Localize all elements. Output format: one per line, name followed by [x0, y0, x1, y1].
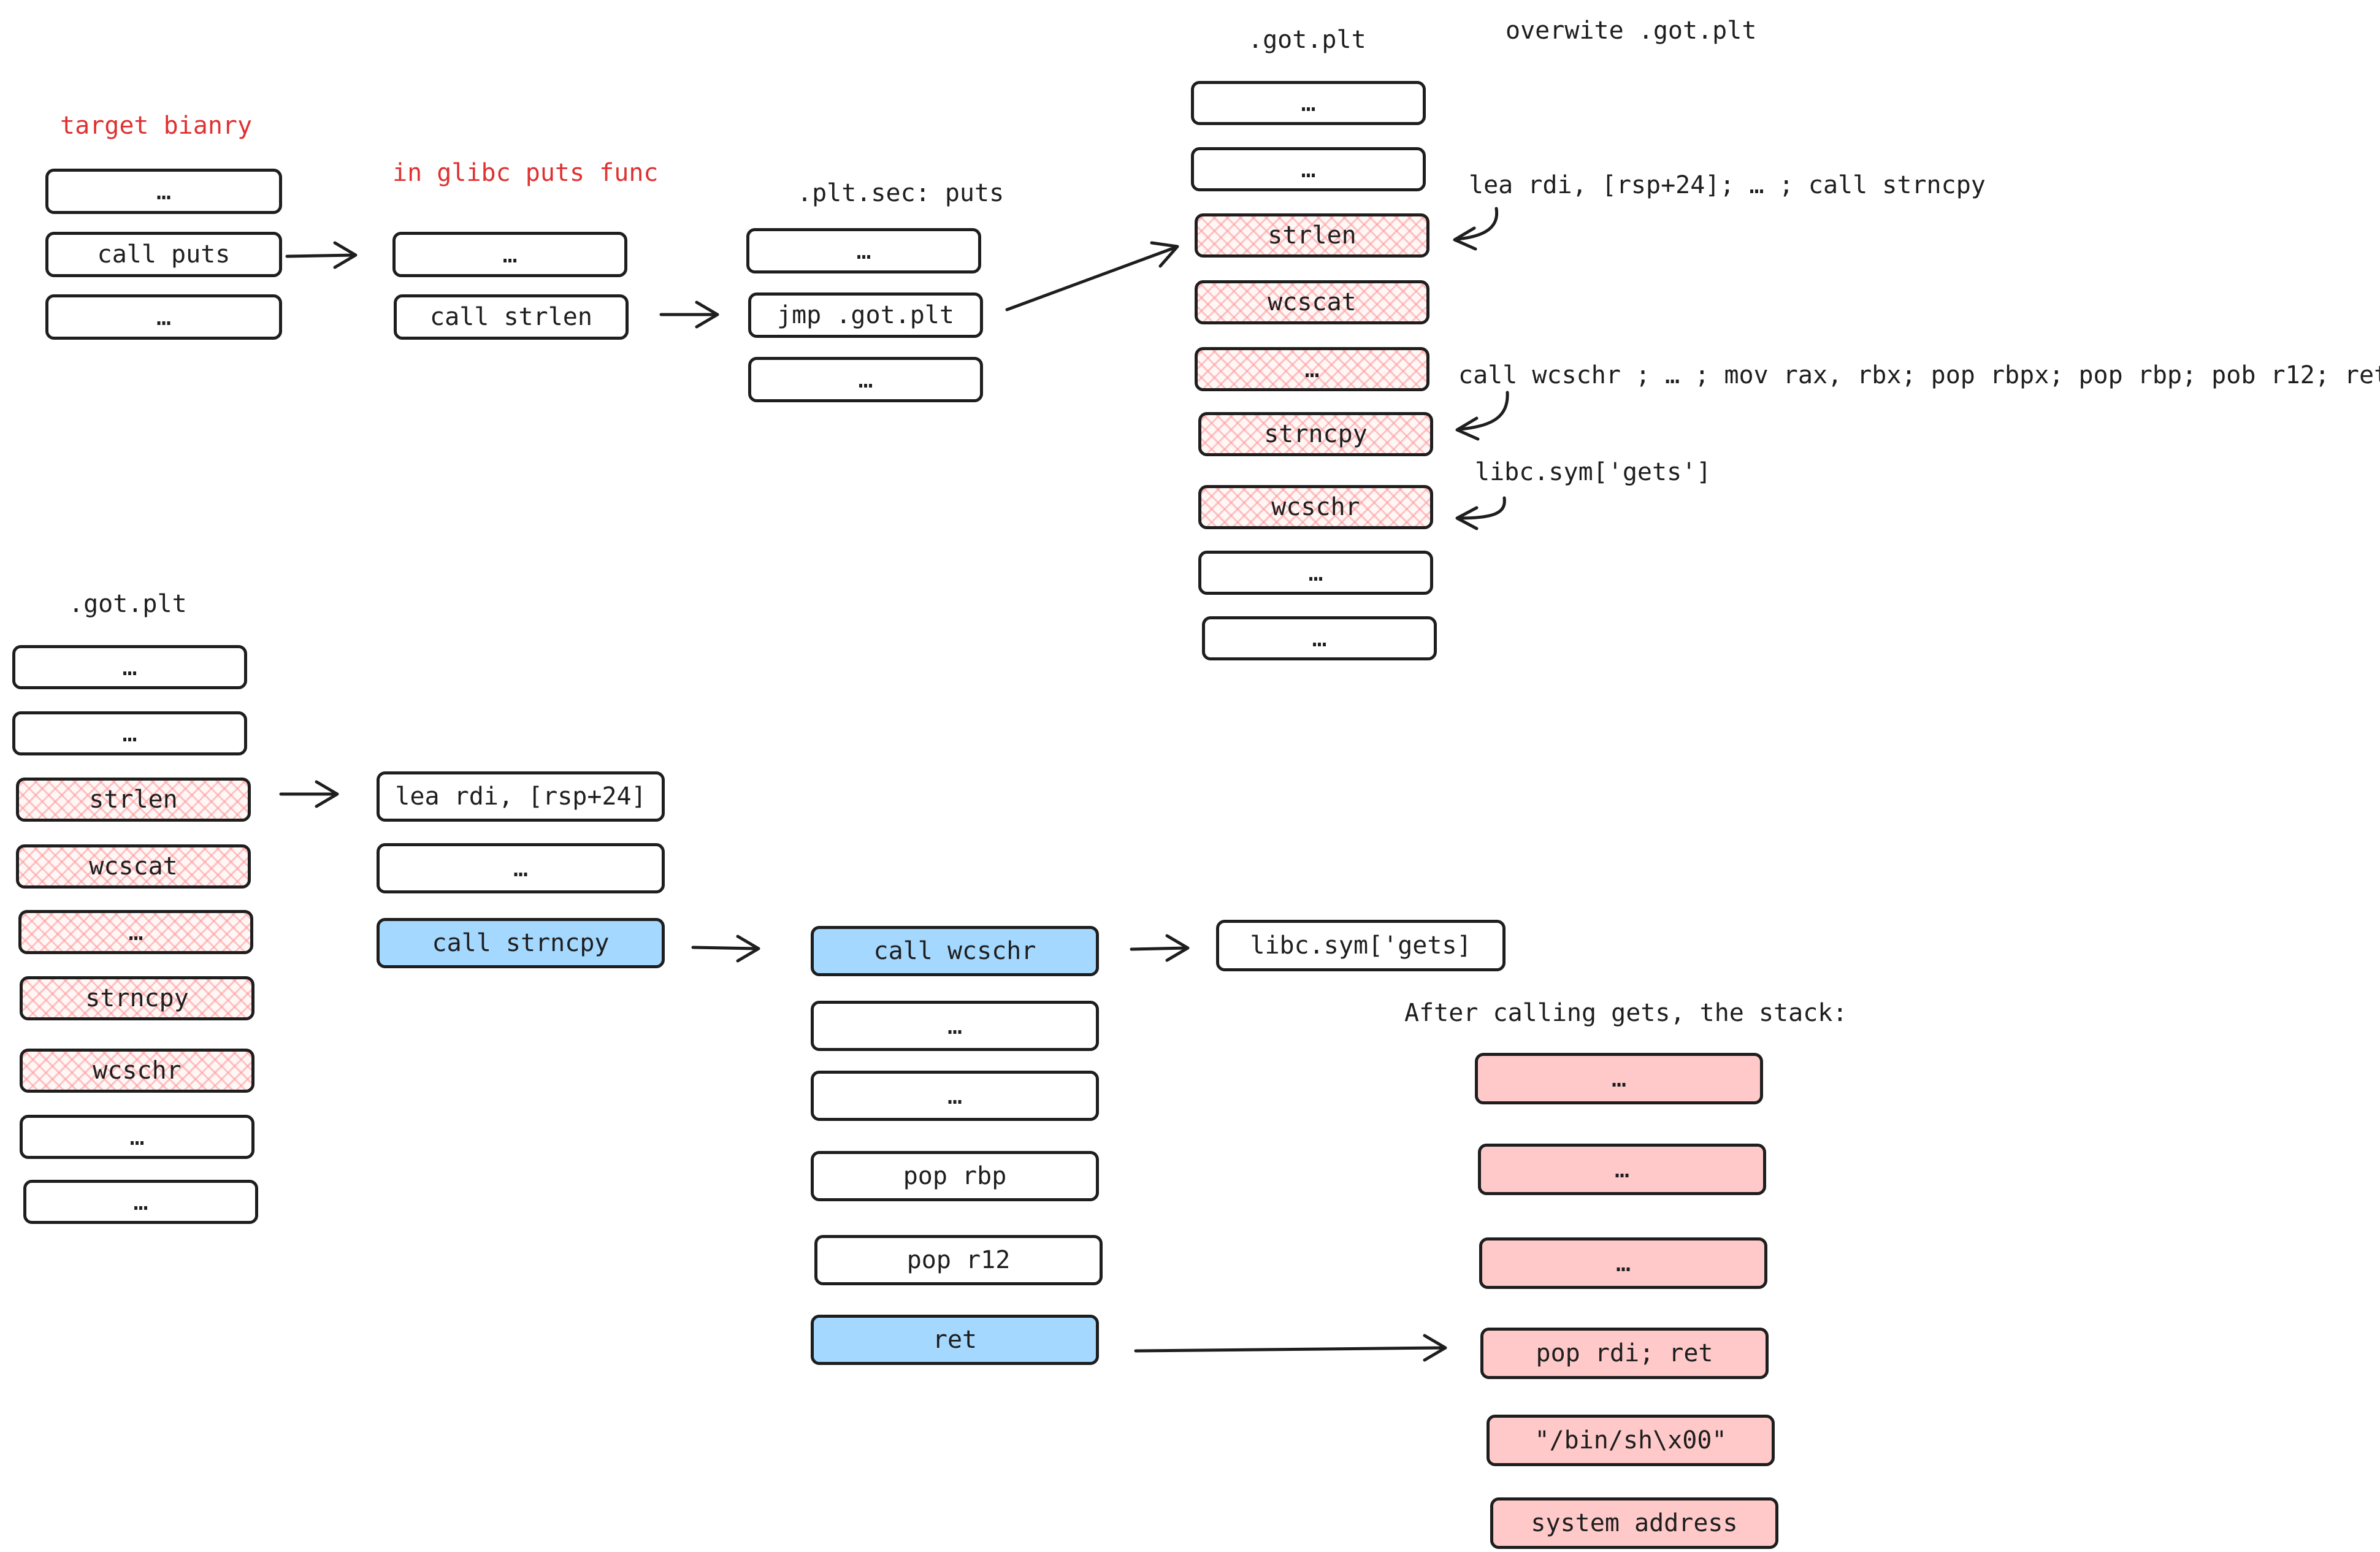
got-entry-strlen: strlen: [1195, 213, 1429, 258]
call-wcschr-row: call wcschr: [811, 926, 1099, 976]
stack-slot: …: [1478, 1144, 1766, 1195]
got-entry-strlen: strlen: [16, 778, 251, 822]
got-entry: …: [1191, 81, 1426, 125]
plt-row: …: [746, 228, 981, 273]
stack-slot: …: [1479, 1237, 1767, 1289]
got-entry: …: [20, 1115, 254, 1159]
stack-title: After calling gets, the stack:: [1404, 999, 1848, 1027]
call-strlen-row: call strlen: [394, 294, 629, 340]
jmp-got-plt-row: jmp .got.plt: [748, 292, 983, 338]
got-entry-wcschr: wcschr: [20, 1049, 254, 1093]
arrow-note-strlen: [1453, 207, 1499, 251]
note-wcschr-gets: libc.sym['gets']: [1475, 458, 1712, 486]
stack-slot-pop-rdi: pop rdi; ret: [1480, 1328, 1769, 1379]
glibc-puts-title: in glibc puts func: [392, 159, 659, 187]
libc-gets-target: libc.sym['gets]: [1216, 920, 1506, 971]
got-entry: …: [1202, 616, 1437, 660]
overwrite-title: overwite .got.plt: [1506, 17, 1757, 45]
got-entry: …: [1191, 147, 1426, 191]
gadget2-row: …: [811, 1001, 1099, 1051]
got-plt-title-bottom: .got.plt: [69, 590, 187, 618]
gadget2-row: …: [811, 1071, 1099, 1121]
got-entry: …: [1198, 551, 1433, 595]
note-strncpy-gadget: call wcschr ; … ; mov rax, rbx; pop rbpx…: [1458, 361, 2380, 389]
ret-row: ret: [811, 1315, 1099, 1365]
pop-rbp-row: pop rbp: [811, 1151, 1099, 1201]
arrow-strncpy-to-wcschr: [691, 935, 760, 963]
plt-sec-title: .plt.sec: puts: [797, 179, 1004, 207]
gadget1-row: …: [377, 843, 665, 893]
target-row: …: [45, 294, 282, 340]
got-plt-title: .got.plt: [1248, 26, 1366, 54]
got-entry-wcscat: wcscat: [1195, 280, 1429, 324]
got-entry-wcschr: wcschr: [1198, 485, 1433, 529]
target-binary-title: target bianry: [60, 112, 253, 140]
arrow-wcschr-to-gets: [1130, 934, 1190, 962]
arrow-note-wcschr: [1455, 496, 1506, 530]
arrow-call-puts-to-glibc: [285, 241, 358, 269]
glibc-row: …: [392, 232, 627, 277]
got-entry-strncpy: strncpy: [1198, 412, 1433, 456]
note-strlen-gadget: lea rdi, [rsp+24]; … ; call strncpy: [1469, 171, 1986, 199]
arrow-jmp-to-got: [1005, 241, 1179, 312]
got-entry: …: [12, 645, 247, 689]
pop-r12-row: pop r12: [814, 1235, 1103, 1285]
arrow-ret-to-pop-rdi: [1134, 1334, 1447, 1362]
got-entry-overwritten: …: [18, 910, 253, 954]
arrow-strlen-to-lea: [279, 780, 339, 808]
arrow-note-strncpy: [1455, 391, 1509, 441]
plt-row: …: [748, 357, 983, 402]
got-entry: …: [23, 1180, 258, 1224]
stack-slot-binsh: "/bin/sh\x00": [1487, 1415, 1775, 1466]
call-puts-row: call puts: [45, 232, 282, 277]
call-strncpy-row: call strncpy: [377, 918, 665, 968]
stack-slot-system: system address: [1490, 1497, 1778, 1549]
lea-rdi-row: lea rdi, [rsp+24]: [377, 771, 665, 822]
got-entry-strncpy: strncpy: [20, 976, 254, 1020]
got-entry: …: [12, 711, 247, 755]
got-entry-wcscat: wcscat: [16, 844, 251, 889]
target-row: …: [45, 169, 282, 214]
arrow-call-strlen-to-plt: [659, 300, 719, 329]
got-entry-overwritten: …: [1195, 347, 1429, 391]
stack-slot: …: [1475, 1053, 1763, 1104]
